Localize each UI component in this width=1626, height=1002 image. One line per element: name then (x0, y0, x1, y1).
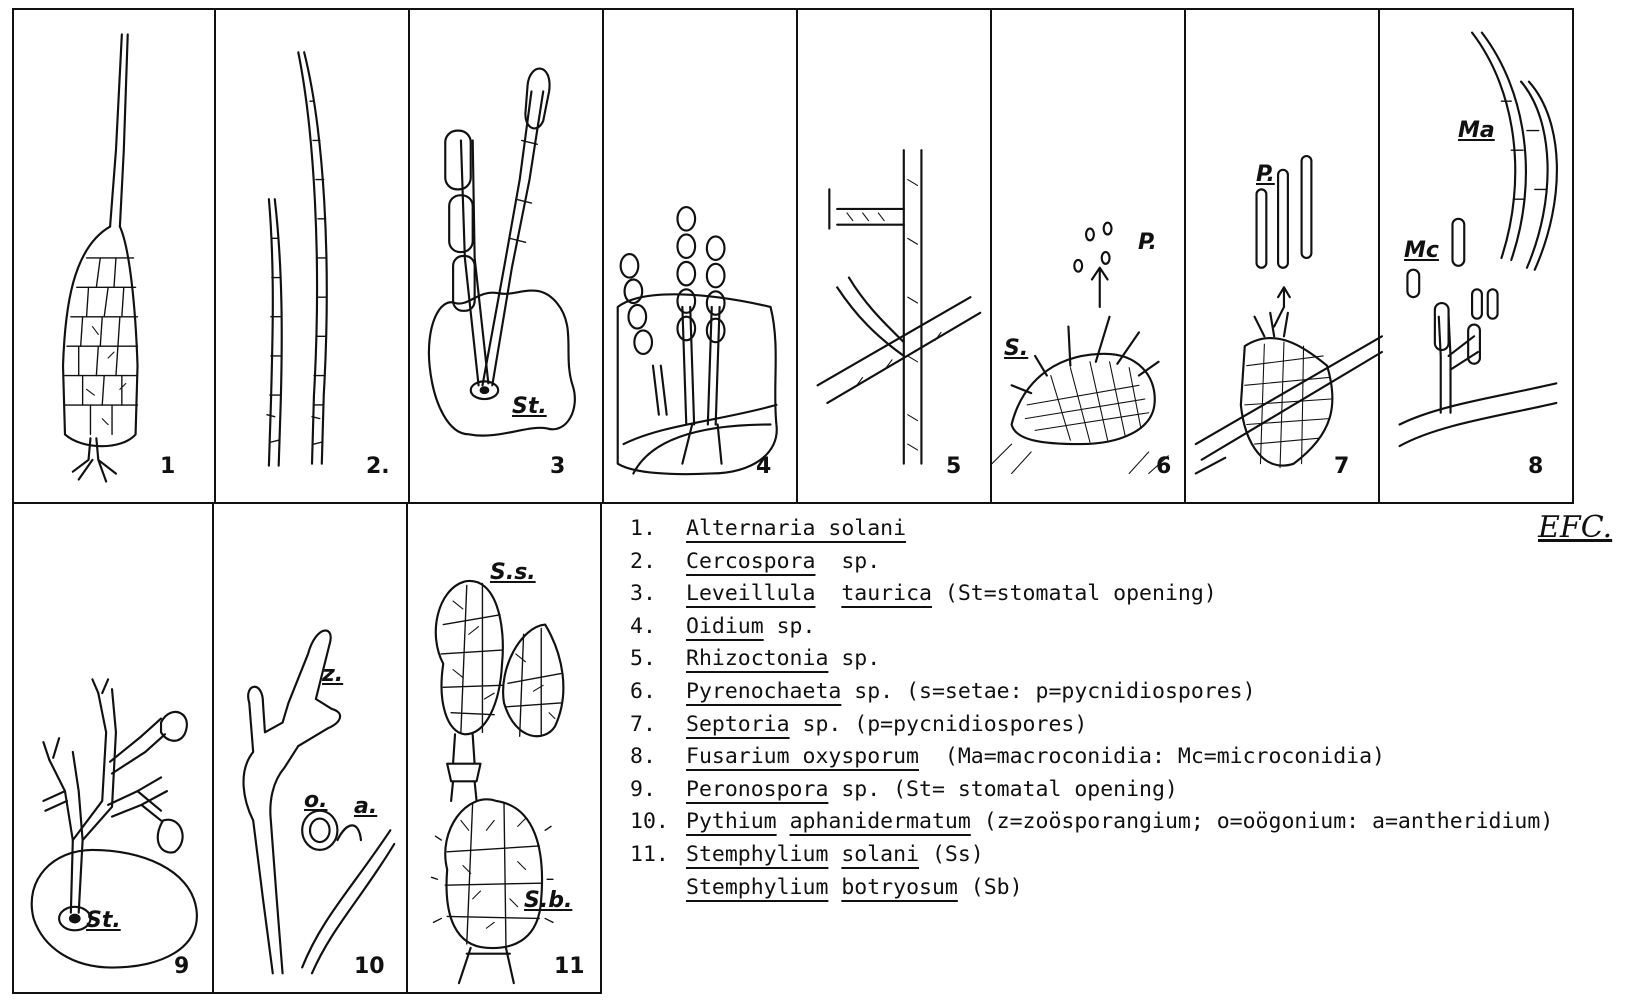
panel-9: St. 9 (12, 502, 214, 994)
pycnidiospore-label: P. (1138, 230, 1157, 255)
legend-note (815, 581, 841, 606)
legend-text: Alternaria solani (686, 516, 906, 541)
pycnidiospore-label: P. (1256, 162, 1275, 187)
legend-text: Peronospora sp. (St= stomatal opening) (686, 777, 1178, 802)
panel-5: 5 (796, 8, 992, 504)
species-name: Peronospora (686, 777, 828, 802)
panel-number: 8 (1528, 454, 1543, 479)
species-name: Stemphylium (686, 875, 828, 900)
panel-7: P. 7 (1184, 8, 1380, 504)
legend-note: sp. (s=setae: p=pycnidiospores) (841, 679, 1255, 704)
legend-note: (z=zoösporangium; o=oögonium: a=antherid… (971, 809, 1553, 834)
species-name: Pyrenochaeta (686, 679, 841, 704)
author-signature: EFC. (1538, 510, 1612, 545)
panel-10: z. o. a. 10 (212, 502, 408, 994)
panel-8: Ma Mc 8 (1378, 8, 1574, 504)
alternaria-solani-drawing (14, 10, 214, 502)
legend-number: 7. (630, 712, 678, 737)
legend-note: (Sb) (958, 875, 1023, 900)
legend-text: Pyrenochaeta sp. (s=setae: p=pycnidiospo… (686, 679, 1256, 704)
stemphylium-solani-label: S.s. (490, 560, 536, 585)
legend-number: 6. (630, 679, 678, 704)
legend-note: sp. (764, 614, 816, 639)
macroconidia-label: Ma (1458, 118, 1495, 143)
panel-number: 4 (756, 454, 771, 479)
species-name: Stemphylium (686, 842, 828, 867)
species-name: Cercospora (686, 549, 815, 574)
legend-note: sp. (St= stomatal opening) (828, 777, 1178, 802)
legend-note (777, 809, 790, 834)
species-name: Rhizoctonia (686, 646, 828, 671)
legend-note: (Ma=macroconidia: Mc=microconidia) (919, 744, 1385, 769)
rhizoctonia-drawing (798, 10, 990, 502)
legend-number: 4. (630, 614, 678, 639)
panel-4: 4 (602, 8, 798, 504)
legend-number: 3. (630, 581, 678, 606)
panel-number: 5 (946, 454, 961, 479)
legend-number: 1. (630, 516, 678, 541)
legend-note (828, 842, 841, 867)
legend-note: (St=stomatal opening) (932, 581, 1217, 606)
legend-note: sp. (828, 646, 880, 671)
panel-number: 9 (174, 954, 189, 979)
microconidia-label: Mc (1404, 238, 1439, 263)
legend-number: 10. (630, 809, 678, 834)
panel-number: 11 (554, 954, 585, 979)
legend-text: Stemphylium solani (Ss) (686, 842, 984, 867)
species-name: aphanidermatum (790, 809, 971, 834)
legend-text: Leveillula taurica (St=stomatal opening) (686, 581, 1217, 606)
legend-text: Pythium aphanidermatum (z=zoösporangium;… (686, 809, 1553, 834)
pyrenochaeta-drawing (992, 10, 1184, 502)
panel-1: 1 (12, 8, 216, 504)
legend-note: (Ss) (919, 842, 984, 867)
panel-2: 2. (214, 8, 410, 504)
legend-text: Septoria sp. (p=pycnidiospores) (686, 712, 1087, 737)
panel-number: 6 (1156, 454, 1171, 479)
leveillula-taurica-drawing (410, 10, 602, 502)
panel-number: 7 (1334, 454, 1349, 479)
legend-text: Oidium sp. (686, 614, 815, 639)
panel-6: S. P. 6 (990, 8, 1186, 504)
legend-number: 5. (630, 646, 678, 671)
panel-number: 10 (354, 954, 385, 979)
species-name: Alternaria solani (686, 516, 906, 541)
legend-number: 8. (630, 744, 678, 769)
legend-text: Cercospora sp. (686, 549, 880, 574)
legend-text: Rhizoctonia sp. (686, 646, 880, 671)
zoosporangium-label: z. (322, 662, 343, 687)
legend-number: 11. (630, 842, 678, 867)
setae-label: S. (1004, 336, 1028, 361)
panel-number: 1 (160, 454, 175, 479)
legend-number: 9. (630, 777, 678, 802)
legend-text: Stemphylium botryosum (Sb) (686, 875, 1023, 900)
stomata-label: St. (512, 394, 547, 419)
septoria-drawing (1186, 10, 1378, 502)
species-name: taurica (841, 581, 932, 606)
legend-note: sp. (815, 549, 880, 574)
legend-note (828, 875, 841, 900)
species-name: solani (841, 842, 919, 867)
species-name: botryosum (841, 875, 958, 900)
panel-number: 3 (550, 454, 565, 479)
panel-number: 2. (366, 454, 390, 479)
legend-note: sp. (p=pycnidiospores) (790, 712, 1088, 737)
stemphylium-botryosum-label: S.b. (524, 888, 572, 913)
species-name: Fusarium oxysporum (686, 744, 919, 769)
stomata-label: St. (86, 908, 121, 933)
legend-number: 2. (630, 549, 678, 574)
panel-11: S.s. S.b. 11 (406, 502, 602, 994)
pythium-aphanidermatum-drawing (214, 504, 406, 992)
legend-text: Fusarium oxysporum (Ma=macroconidia: Mc=… (686, 744, 1385, 769)
species-name: Septoria (686, 712, 790, 737)
cercospora-drawing (216, 10, 408, 502)
species-name: Oidium (686, 614, 764, 639)
panel-3: St. 3 (408, 8, 604, 504)
oogonium-label: o. (304, 788, 327, 813)
species-name: Pythium (686, 809, 777, 834)
species-name: Leveillula (686, 581, 815, 606)
antheridium-label: a. (354, 794, 377, 819)
oidium-drawing (604, 10, 796, 502)
